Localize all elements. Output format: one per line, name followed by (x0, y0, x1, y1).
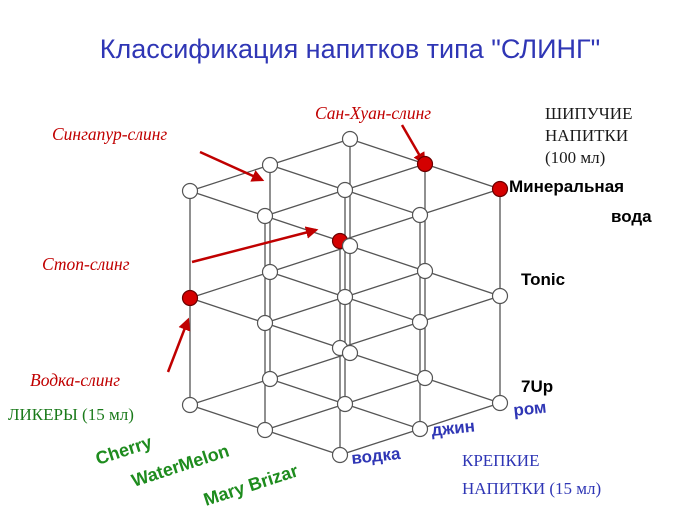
lattice-edge (264, 215, 341, 242)
lattice-edge (344, 270, 426, 298)
lattice-node (261, 370, 279, 388)
lattice-node (341, 130, 359, 148)
lattice-edge (269, 271, 346, 298)
highlighted-sling-node (181, 289, 199, 307)
lattice-edge (189, 378, 271, 406)
sevenup-label: 7Up (521, 377, 553, 396)
mary-brizar-label: Mary Brizar (201, 460, 300, 509)
highlighted-sling-node (491, 180, 509, 198)
lattice-node (256, 207, 274, 225)
rum-label: ром (512, 398, 547, 420)
lattice-edge (264, 296, 346, 324)
lattice-edge (264, 403, 346, 431)
lattice-node (181, 182, 199, 200)
lattice-node (491, 394, 509, 412)
lattice-edge (419, 402, 501, 430)
lattice-edge (339, 321, 421, 349)
lattice-node (411, 420, 429, 438)
sparkling-heading-line1: ШИПУЧИЕ (545, 104, 632, 123)
arrow-san-juan-sling (400, 124, 426, 166)
lattice-node (336, 288, 354, 306)
tonic-label: Tonic (521, 270, 565, 289)
lattice-edge (269, 164, 346, 191)
strong-heading-line1: КРЕПКИЕ (462, 451, 539, 470)
lattice-edge (189, 271, 271, 299)
lattice-edge (344, 189, 421, 216)
lattice-edge (264, 322, 341, 349)
lattice-node (341, 344, 359, 362)
liqueurs-heading: ЛИКЕРЫ (15 мл) (8, 405, 134, 424)
stop-sling-label: Стоп-слинг (42, 254, 130, 274)
strong-heading-line2: НАПИТКИ (15 мл) (462, 479, 601, 498)
cherry-label: Cherry (93, 432, 154, 469)
vodka-sling-label: Водка-слинг (30, 370, 120, 390)
arrow-singapore-sling (199, 150, 265, 182)
lattice-edge (264, 189, 346, 217)
lattice-node (416, 262, 434, 280)
lattice-edge (339, 214, 421, 242)
lattice-edge (189, 190, 266, 217)
sparkling-volume: (100 мл) (545, 148, 605, 167)
lattice-node (416, 369, 434, 387)
lattice-node (341, 237, 359, 255)
san-juan-sling-label: Сан-Хуан-слинг (315, 103, 431, 123)
lattice-edge (344, 403, 421, 430)
mineral-water-label-line2: вода (611, 207, 652, 226)
lattice-node (411, 313, 429, 331)
highlighted-sling-node (416, 155, 434, 173)
arrow-stop-sling (191, 226, 319, 264)
lattice-node (336, 181, 354, 199)
sparkling-heading-line2: НАПИТКИ (545, 126, 628, 145)
lattice-node (411, 206, 429, 224)
lattice-edge (189, 297, 266, 324)
lattice-edge (264, 429, 341, 456)
lattice-nodes (181, 130, 509, 464)
lattice-edge (344, 163, 426, 191)
lattice-node (256, 314, 274, 332)
gin-label: джин (430, 417, 475, 440)
lattice-node (336, 395, 354, 413)
mineral-water-label-line1: Минеральная (509, 177, 624, 196)
singapore-sling-label: Сингапур-слинг (52, 124, 167, 144)
lattice-edge (419, 188, 501, 216)
lattice-edge (269, 352, 351, 380)
lattice-edge (424, 163, 501, 190)
lattice-node (181, 396, 199, 414)
lattice-edge (339, 428, 421, 456)
lattice-node (256, 421, 274, 439)
lattice-edge (424, 270, 501, 297)
arrow-vodka-sling (166, 317, 191, 373)
lattice-node (491, 287, 509, 305)
lattice-edge (269, 245, 351, 273)
lattice-node (331, 446, 349, 464)
lattice-node (261, 263, 279, 281)
lattice-edge (349, 138, 426, 165)
lattice-edge (189, 164, 271, 192)
lattice-edge (269, 378, 346, 405)
lattice-edge (349, 245, 426, 272)
diagram-title: Классификация напитков типа "СЛИНГ" (100, 34, 601, 64)
lattice-edge (419, 295, 501, 323)
lattice-edge (189, 404, 266, 431)
lattice-edge (424, 377, 501, 404)
lattice-node (261, 156, 279, 174)
lattice-edge (269, 138, 351, 166)
lattice-edge (344, 377, 426, 405)
lattice-edge (344, 296, 421, 323)
vodka-label: водка (350, 444, 401, 468)
pointer-arrows (166, 124, 426, 373)
lattice-edges (189, 138, 501, 456)
lattice-edge (349, 352, 426, 379)
